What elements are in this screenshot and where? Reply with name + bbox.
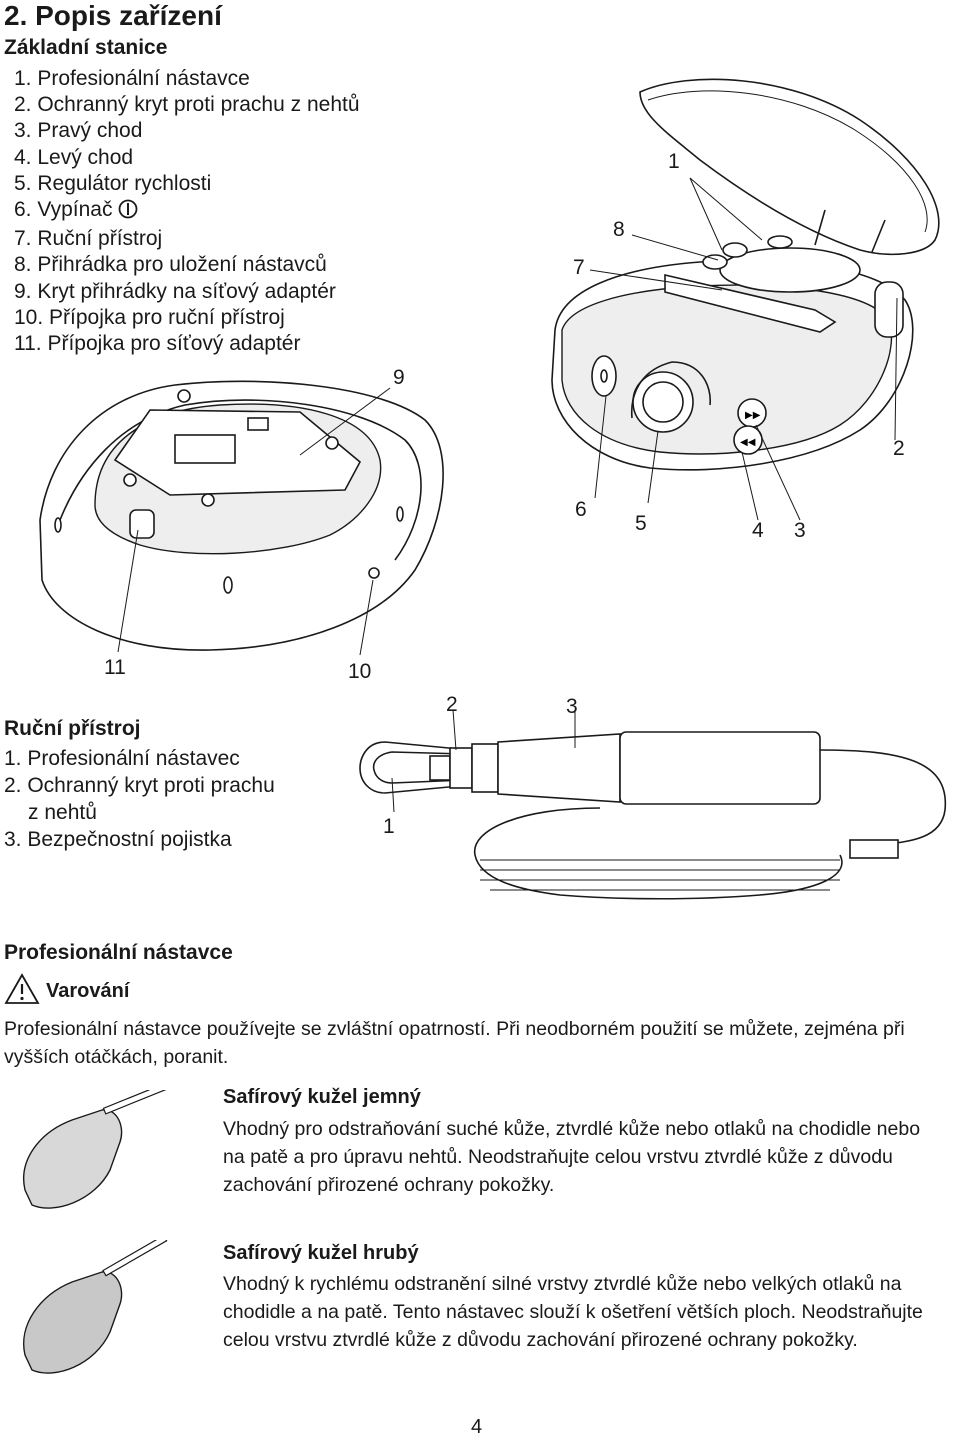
list-item: 11. Přípojka pro síťový adaptér — [14, 332, 301, 356]
handpiece-heading: Ruční přístroj — [4, 717, 141, 740]
fine-sapphire-cone-image — [23, 1090, 172, 1209]
callout-number: 2 — [446, 693, 458, 716]
callout-number: 3 — [566, 695, 578, 718]
warning-label: Varování — [46, 980, 130, 1002]
callout-number: 8 — [613, 218, 625, 241]
attachment-text: Vhodný k rychlému odstranění silné vrstv… — [223, 1273, 923, 1351]
list-item: 2. Ochranný kryt proti prachu — [4, 774, 275, 797]
handpiece-list: 1. Profesionální nástavec 2. Ochranný kr… — [4, 745, 275, 853]
list-item: 2. Ochranný kryt proti prachu z nehtů — [14, 93, 360, 117]
attachment-text: Vhodný pro odstraňování suché kůže, ztvr… — [223, 1118, 921, 1196]
list-item: 8. Přihrádka pro uložení nástavců — [14, 253, 327, 277]
svg-text:▶▶: ▶▶ — [745, 410, 761, 421]
handpiece-illustration — [359, 709, 947, 900]
base-station-illustration: ▶▶ ◀◀ — [39, 78, 940, 656]
list-item: 3. Bezpečnostní pojistka — [4, 828, 232, 851]
list-item: z nehtů — [28, 801, 97, 824]
callout-number: 2 — [893, 437, 905, 460]
warning-text: Profesionální nástavce používejte se zvl… — [4, 1018, 905, 1068]
callout-number: 6 — [575, 498, 587, 521]
list-item: 6. Vypínač — [14, 197, 360, 226]
page-number: 4 — [471, 1416, 483, 1438]
callout-number: 4 — [752, 519, 764, 542]
attachments-heading: Profesionální nástavce — [4, 941, 233, 964]
list-item: 3. Pravý chod — [14, 119, 143, 143]
base-station-list: 1. Profesionální nástavce 2. Ochranný kr… — [14, 66, 360, 357]
base-station-heading: Základní stanice — [4, 36, 168, 59]
callout-number: 3 — [794, 519, 806, 542]
attachment-title: Safírový kužel hrubý — [223, 1242, 419, 1264]
list-item-label: 6. Vypínač — [14, 198, 113, 222]
callout-number: 5 — [635, 512, 647, 535]
callout-number: 1 — [383, 815, 395, 838]
callout-number: 7 — [573, 256, 585, 279]
power-icon — [118, 199, 138, 226]
section-title: 2. Popis zařízení — [4, 0, 222, 31]
list-item: 1. Profesionální nástavce — [14, 67, 250, 90]
warning-triangle-icon — [4, 973, 40, 1010]
list-item: 5. Regulátor rychlosti — [14, 171, 212, 195]
list-item: 9. Kryt přihrádky na síťový adaptér — [14, 279, 336, 303]
coarse-sapphire-cone-image — [23, 1240, 168, 1374]
attachment-title: Safírový kužel jemný — [223, 1086, 421, 1108]
callout-number: 1 — [668, 150, 680, 173]
callout-number: 11 — [104, 656, 126, 679]
list-item: 1. Profesionální nástavec — [4, 747, 240, 770]
list-item: 7. Ruční přístroj — [14, 227, 163, 251]
callout-number: 9 — [393, 366, 405, 389]
list-item: 10. Přípojka pro ruční přístroj — [14, 305, 285, 329]
list-item: 4. Levý chod — [14, 145, 134, 169]
svg-text:◀◀: ◀◀ — [740, 437, 756, 448]
callout-number: 10 — [348, 660, 372, 683]
